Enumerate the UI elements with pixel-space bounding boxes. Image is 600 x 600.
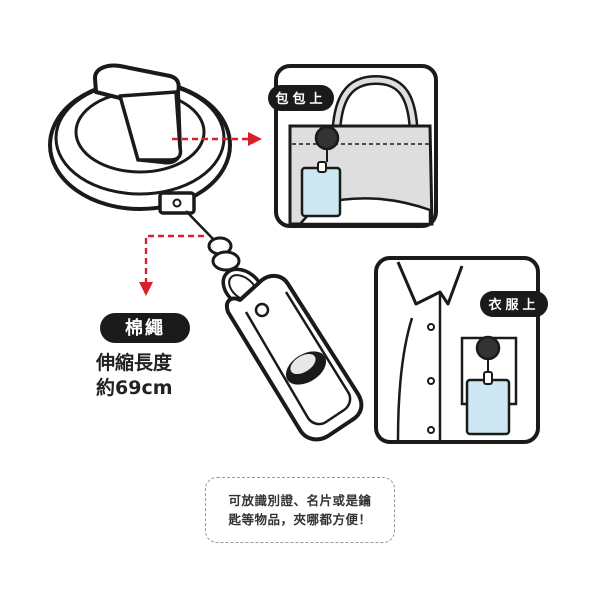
badge-reel-illustration [48, 63, 364, 442]
cord-badge-text: 棉繩 [125, 317, 165, 339]
arrow-to-cord-label [144, 234, 204, 284]
mini-id-card [300, 166, 342, 218]
arrow-head [248, 132, 262, 146]
cord-badge [100, 313, 190, 343]
usage-note-line1: 可放識別證、名片或是鑰 [228, 493, 372, 508]
retract-length-line2: 約69cm [96, 376, 173, 399]
cord-exit-tab [158, 191, 196, 215]
shirt-usage-panel: 衣服上 [374, 256, 548, 444]
mini-reel [314, 125, 340, 151]
bag-badge [268, 85, 334, 111]
cord-length-label: 棉繩 伸縮長度 約69cm [95, 313, 190, 399]
cord-bead [211, 250, 241, 272]
shirt-pocket [460, 336, 518, 406]
bag-badge-text: 包包上 [275, 91, 326, 107]
usage-note-line2: 匙等物品，夾哪都方便！ [228, 512, 372, 527]
retract-length-line1: 伸縮長度 [95, 351, 173, 374]
bag-usage-panel: 包包上 [268, 64, 438, 228]
pointer-arrows [139, 132, 262, 296]
usage-note: 可放識別證、名片或是鑰 匙等物品，夾哪都方便！ [205, 477, 395, 543]
shirt-badge [480, 291, 548, 317]
mini-id-card [465, 378, 511, 436]
mini-reel [475, 335, 501, 361]
snap-strap [225, 273, 364, 442]
cotton-cord [185, 210, 217, 243]
arrow-head [139, 282, 153, 296]
shirt-panel-frame [374, 256, 540, 444]
shirt-badge-text: 衣服上 [488, 297, 539, 313]
